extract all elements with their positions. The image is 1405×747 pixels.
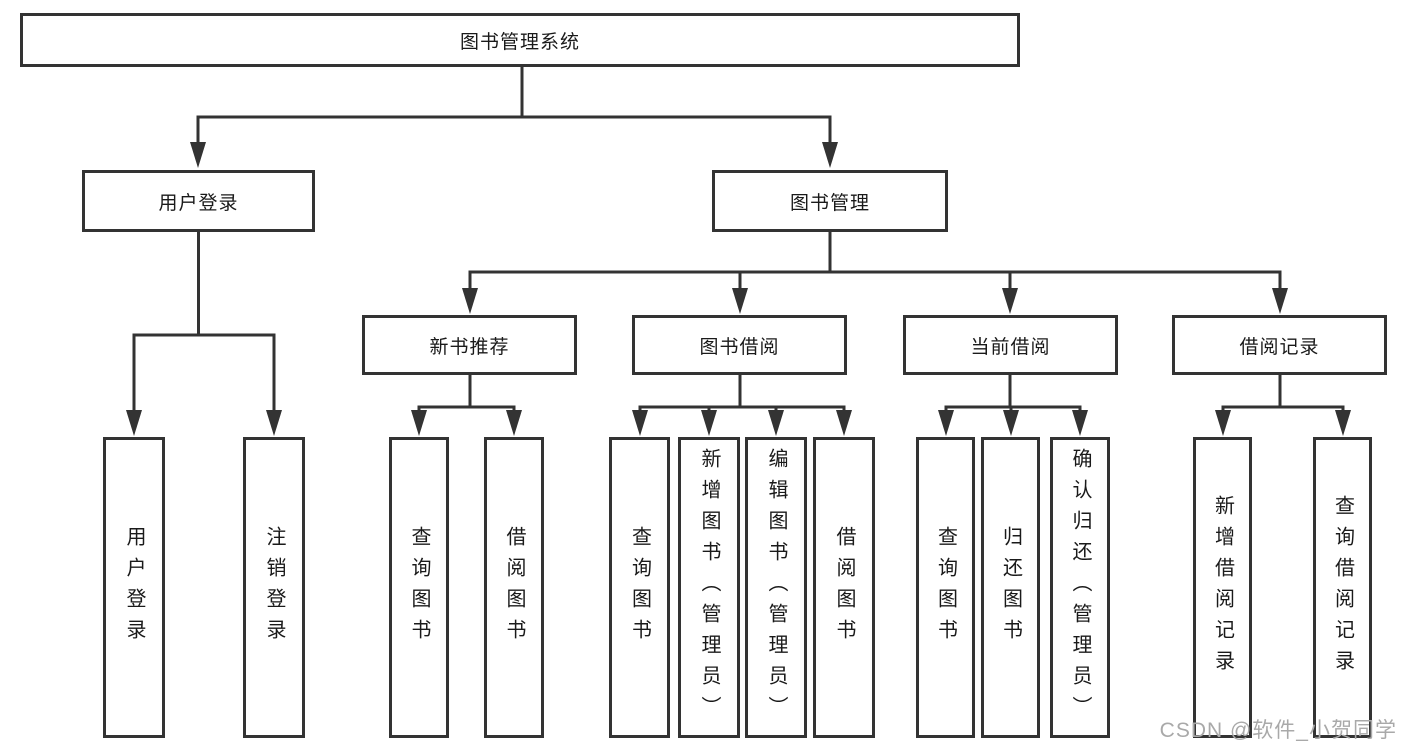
connector-borrow-record-children — [1221, 375, 1345, 414]
arrowheads — [126, 142, 1351, 436]
node-book-borrow: 图书借阅 — [632, 315, 847, 375]
node-new-book-rec: 新书推荐 — [362, 315, 577, 375]
connector-book-mgmt-children — [468, 232, 1282, 292]
leaf-confirm-return: 确认归还（管理员） — [1050, 437, 1110, 738]
node-root: 图书管理系统 — [20, 13, 1020, 67]
leaf-query-book-b: 查询图书 — [609, 437, 670, 738]
leaf-borrow-book-a: 借阅图书 — [484, 437, 544, 738]
arrow-down-icon — [506, 410, 522, 436]
leaf-query-book-c-label: 查询图书 — [934, 525, 957, 650]
leaf-user-login-label: 用户登录 — [123, 525, 145, 650]
leaf-query-borrow-record-label: 查询借阅记录 — [1331, 494, 1354, 681]
arrow-down-icon — [462, 288, 478, 314]
arrow-down-icon — [822, 142, 838, 168]
arrow-down-icon — [632, 410, 648, 436]
arrow-down-icon — [732, 288, 748, 314]
leaf-edit-book: 编辑图书（管理员） — [745, 437, 807, 738]
arrow-down-icon — [768, 410, 784, 436]
leaf-query-borrow-record: 查询借阅记录 — [1313, 437, 1372, 738]
connector-book-borrow-children — [638, 375, 846, 414]
node-current-borrow-label: 当前借阅 — [970, 336, 1051, 358]
leaf-query-book-b-label: 查询图书 — [628, 525, 651, 650]
leaf-add-book: 新增图书（管理员） — [678, 437, 740, 738]
leaf-logout: 注销登录 — [243, 437, 305, 738]
connector-root-to-level2 — [196, 67, 832, 147]
arrow-down-icon — [411, 410, 427, 436]
leaf-logout-label: 注销登录 — [263, 525, 285, 650]
connector-current-borrow-children — [944, 375, 1082, 414]
node-book-borrow-label: 图书借阅 — [699, 336, 780, 358]
arrow-down-icon — [1002, 288, 1018, 314]
arrow-down-icon — [938, 410, 954, 436]
arrow-down-icon — [1215, 410, 1231, 436]
leaf-add-borrow-record: 新增借阅记录 — [1193, 437, 1252, 738]
connector-user-login-children — [132, 232, 276, 413]
node-book-mgmt-label: 图书管理 — [789, 192, 870, 214]
leaf-query-book-a-label: 查询图书 — [408, 525, 430, 650]
node-user-login-label: 用户登录 — [158, 192, 239, 214]
leaf-add-borrow-record-label: 新增借阅记录 — [1211, 494, 1234, 681]
leaf-edit-book-label: 编辑图书（管理员） — [765, 448, 787, 727]
arrow-down-icon — [1272, 288, 1288, 314]
leaf-query-book-a: 查询图书 — [389, 437, 449, 738]
node-new-book-rec-label: 新书推荐 — [429, 336, 510, 358]
leaf-user-login: 用户登录 — [103, 437, 165, 738]
leaf-confirm-return-label: 确认归还（管理员） — [1069, 448, 1091, 727]
leaf-borrow-book-b: 借阅图书 — [813, 437, 875, 738]
node-user-login: 用户登录 — [82, 170, 315, 232]
leaf-borrow-book-a-label: 借阅图书 — [503, 525, 525, 650]
node-current-borrow: 当前借阅 — [903, 315, 1118, 375]
leaf-query-book-c: 查询图书 — [916, 437, 975, 738]
arrow-down-icon — [190, 142, 206, 168]
node-borrow-record-label: 借阅记录 — [1239, 336, 1320, 358]
arrow-down-icon — [1072, 410, 1088, 436]
leaf-add-book-label: 新增图书（管理员） — [698, 448, 720, 727]
node-borrow-record: 借阅记录 — [1172, 315, 1387, 375]
leaf-return-book: 归还图书 — [981, 437, 1040, 738]
arrow-down-icon — [266, 410, 282, 436]
arrow-down-icon — [1003, 410, 1019, 436]
connector-new-book-rec-children — [417, 375, 516, 414]
leaf-return-book-label: 归还图书 — [999, 525, 1022, 650]
csdn-watermark: CSDN @软件_小贺同学 — [1159, 719, 1397, 742]
arrow-down-icon — [701, 410, 717, 436]
node-book-mgmt: 图书管理 — [712, 170, 948, 232]
arrow-down-icon — [836, 410, 852, 436]
leaf-borrow-book-b-label: 借阅图书 — [833, 525, 855, 650]
arrow-down-icon — [1335, 410, 1351, 436]
node-root-label: 图书管理系统 — [459, 31, 580, 53]
arrow-down-icon — [126, 410, 142, 436]
